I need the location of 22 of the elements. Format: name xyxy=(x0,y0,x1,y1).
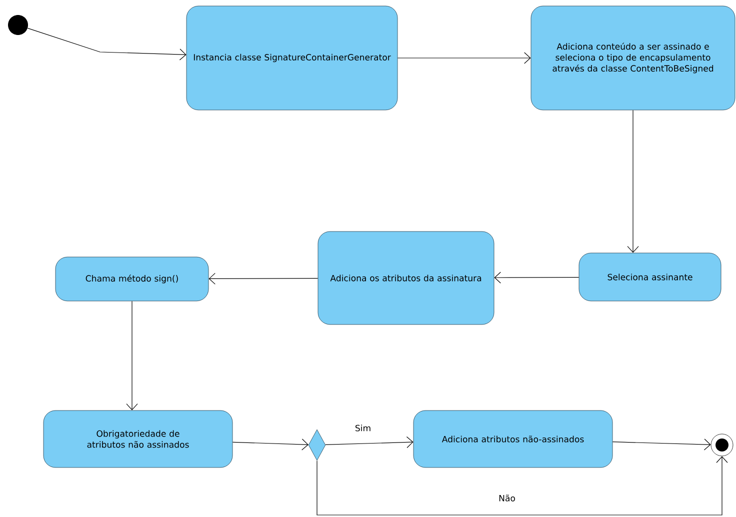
final-state xyxy=(710,434,734,456)
arrow xyxy=(397,52,531,64)
arrow xyxy=(627,110,639,253)
initial-state-dot xyxy=(8,15,28,35)
arrow xyxy=(316,456,728,516)
arrow xyxy=(208,272,318,284)
arrow xyxy=(325,436,414,448)
arrow xyxy=(494,272,580,284)
state-box: Adiciona atributos não-assinados xyxy=(413,410,613,468)
arrow xyxy=(232,438,308,450)
state-box: Chama método sign() xyxy=(55,256,209,302)
arrow xyxy=(27,28,186,60)
state-box: Adiciona conteúdo a ser assinado e seleciona o tipo de encapsulamento através da classe ContentToBeSigned xyxy=(530,6,736,110)
edge-label: Não xyxy=(498,494,516,502)
decision-diamond xyxy=(308,429,326,461)
state-box: Adiciona os atributos da assinatura xyxy=(318,231,494,325)
arrow xyxy=(126,300,138,410)
edge-label: Sim xyxy=(354,424,372,432)
state-box: Obrigatoriedade de atributos não assinados xyxy=(43,410,233,468)
state-box: Seleciona assinante xyxy=(578,252,722,302)
arrow xyxy=(612,438,711,450)
state-box: Instancia classe SignatureContainerGenerator xyxy=(186,6,398,110)
